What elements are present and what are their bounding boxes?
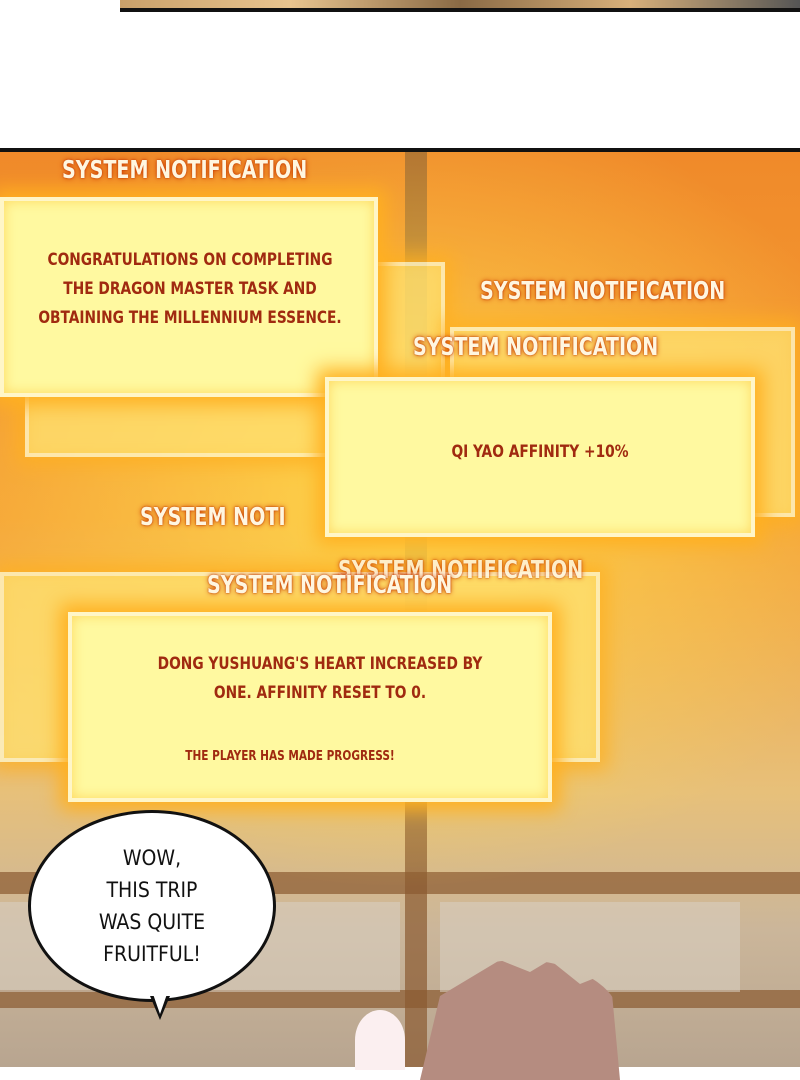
previous-panel-strip xyxy=(120,0,800,12)
notification-message: DONG YUSHUANG'S HEART INCREASED BY ONE. … xyxy=(131,650,509,708)
message-line: OBTAINING THE MILLENNIUM ESSENCE. xyxy=(38,308,342,328)
notification-message: QI YAO AFFINITY +10% xyxy=(451,442,629,462)
notification-box xyxy=(0,197,378,397)
notification-header: SYSTEM NOTIFICATION xyxy=(338,555,584,584)
notification-header: SYSTEM NOTIFICATION xyxy=(480,276,726,305)
notification-box xyxy=(325,377,755,537)
message-line: CONGRATULATIONS ON COMPLETING xyxy=(47,250,333,270)
notification-header: SYSTEM NOTI xyxy=(140,502,286,531)
speech-bubble-tail-fill xyxy=(153,994,167,1014)
notification-header: SYSTEM NOTIFICATION xyxy=(62,155,308,184)
notification-box xyxy=(68,612,552,802)
speech-text: WOW, THIS TRIP WAS QUITE FRUITFUL! xyxy=(98,846,206,966)
message-line: DONG YUSHUANG'S HEART INCREASED BY xyxy=(157,654,483,674)
notification-message: CONGRATULATIONS ON COMPLETING THE DRAGON… xyxy=(37,246,343,333)
character-ear xyxy=(355,1010,405,1070)
message-line: ONE. AFFINITY RESET TO 0. xyxy=(213,683,427,703)
notification-header: SYSTEM NOTIFICATION xyxy=(413,332,659,361)
speech-bubble: WOW, THIS TRIP WAS QUITE FRUITFUL! xyxy=(28,810,276,1002)
notification-footer: THE PLAYER HAS MADE PROGRESS! xyxy=(185,749,395,764)
notification-header: SYSTEM NOTIFICATION xyxy=(207,570,453,599)
message-line: THE DRAGON MASTER TASK AND xyxy=(63,279,317,299)
